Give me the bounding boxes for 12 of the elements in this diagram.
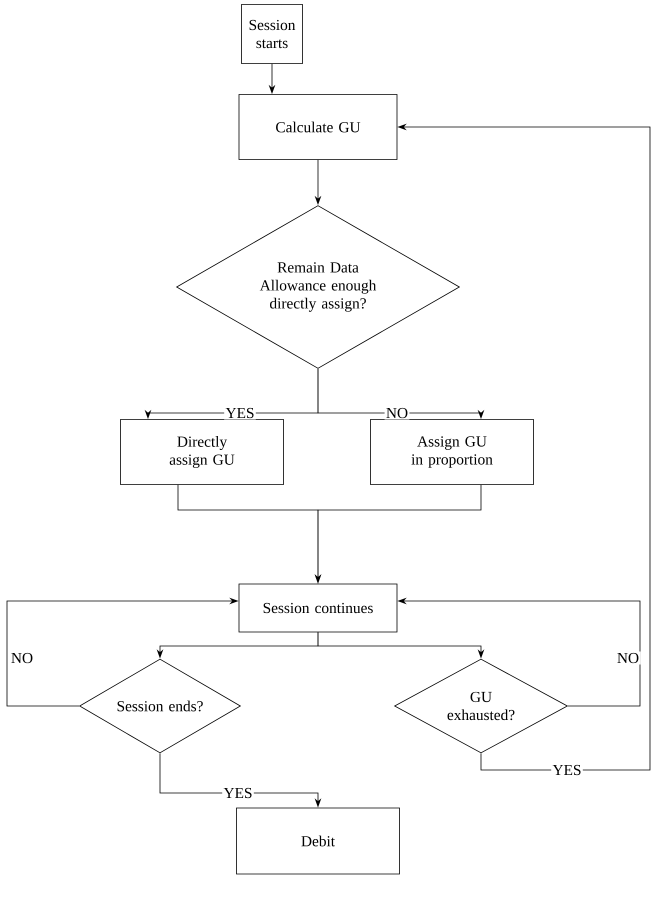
process-box: Session continues [238, 584, 398, 632]
edge-label: YES [222, 786, 254, 800]
edge-label: NO [616, 652, 640, 664]
edge-label: NO [384, 406, 410, 420]
process-box: Debit [236, 808, 400, 874]
process-box: Assign GU in proportion [370, 419, 534, 485]
process-box: Directly assign GU [120, 419, 284, 485]
process-box: Session starts [241, 4, 303, 64]
process-box: Calculate GU [238, 94, 398, 160]
edge-label: NO [10, 652, 34, 664]
edge-label: YES [224, 406, 256, 420]
edge-label: YES [551, 764, 583, 776]
